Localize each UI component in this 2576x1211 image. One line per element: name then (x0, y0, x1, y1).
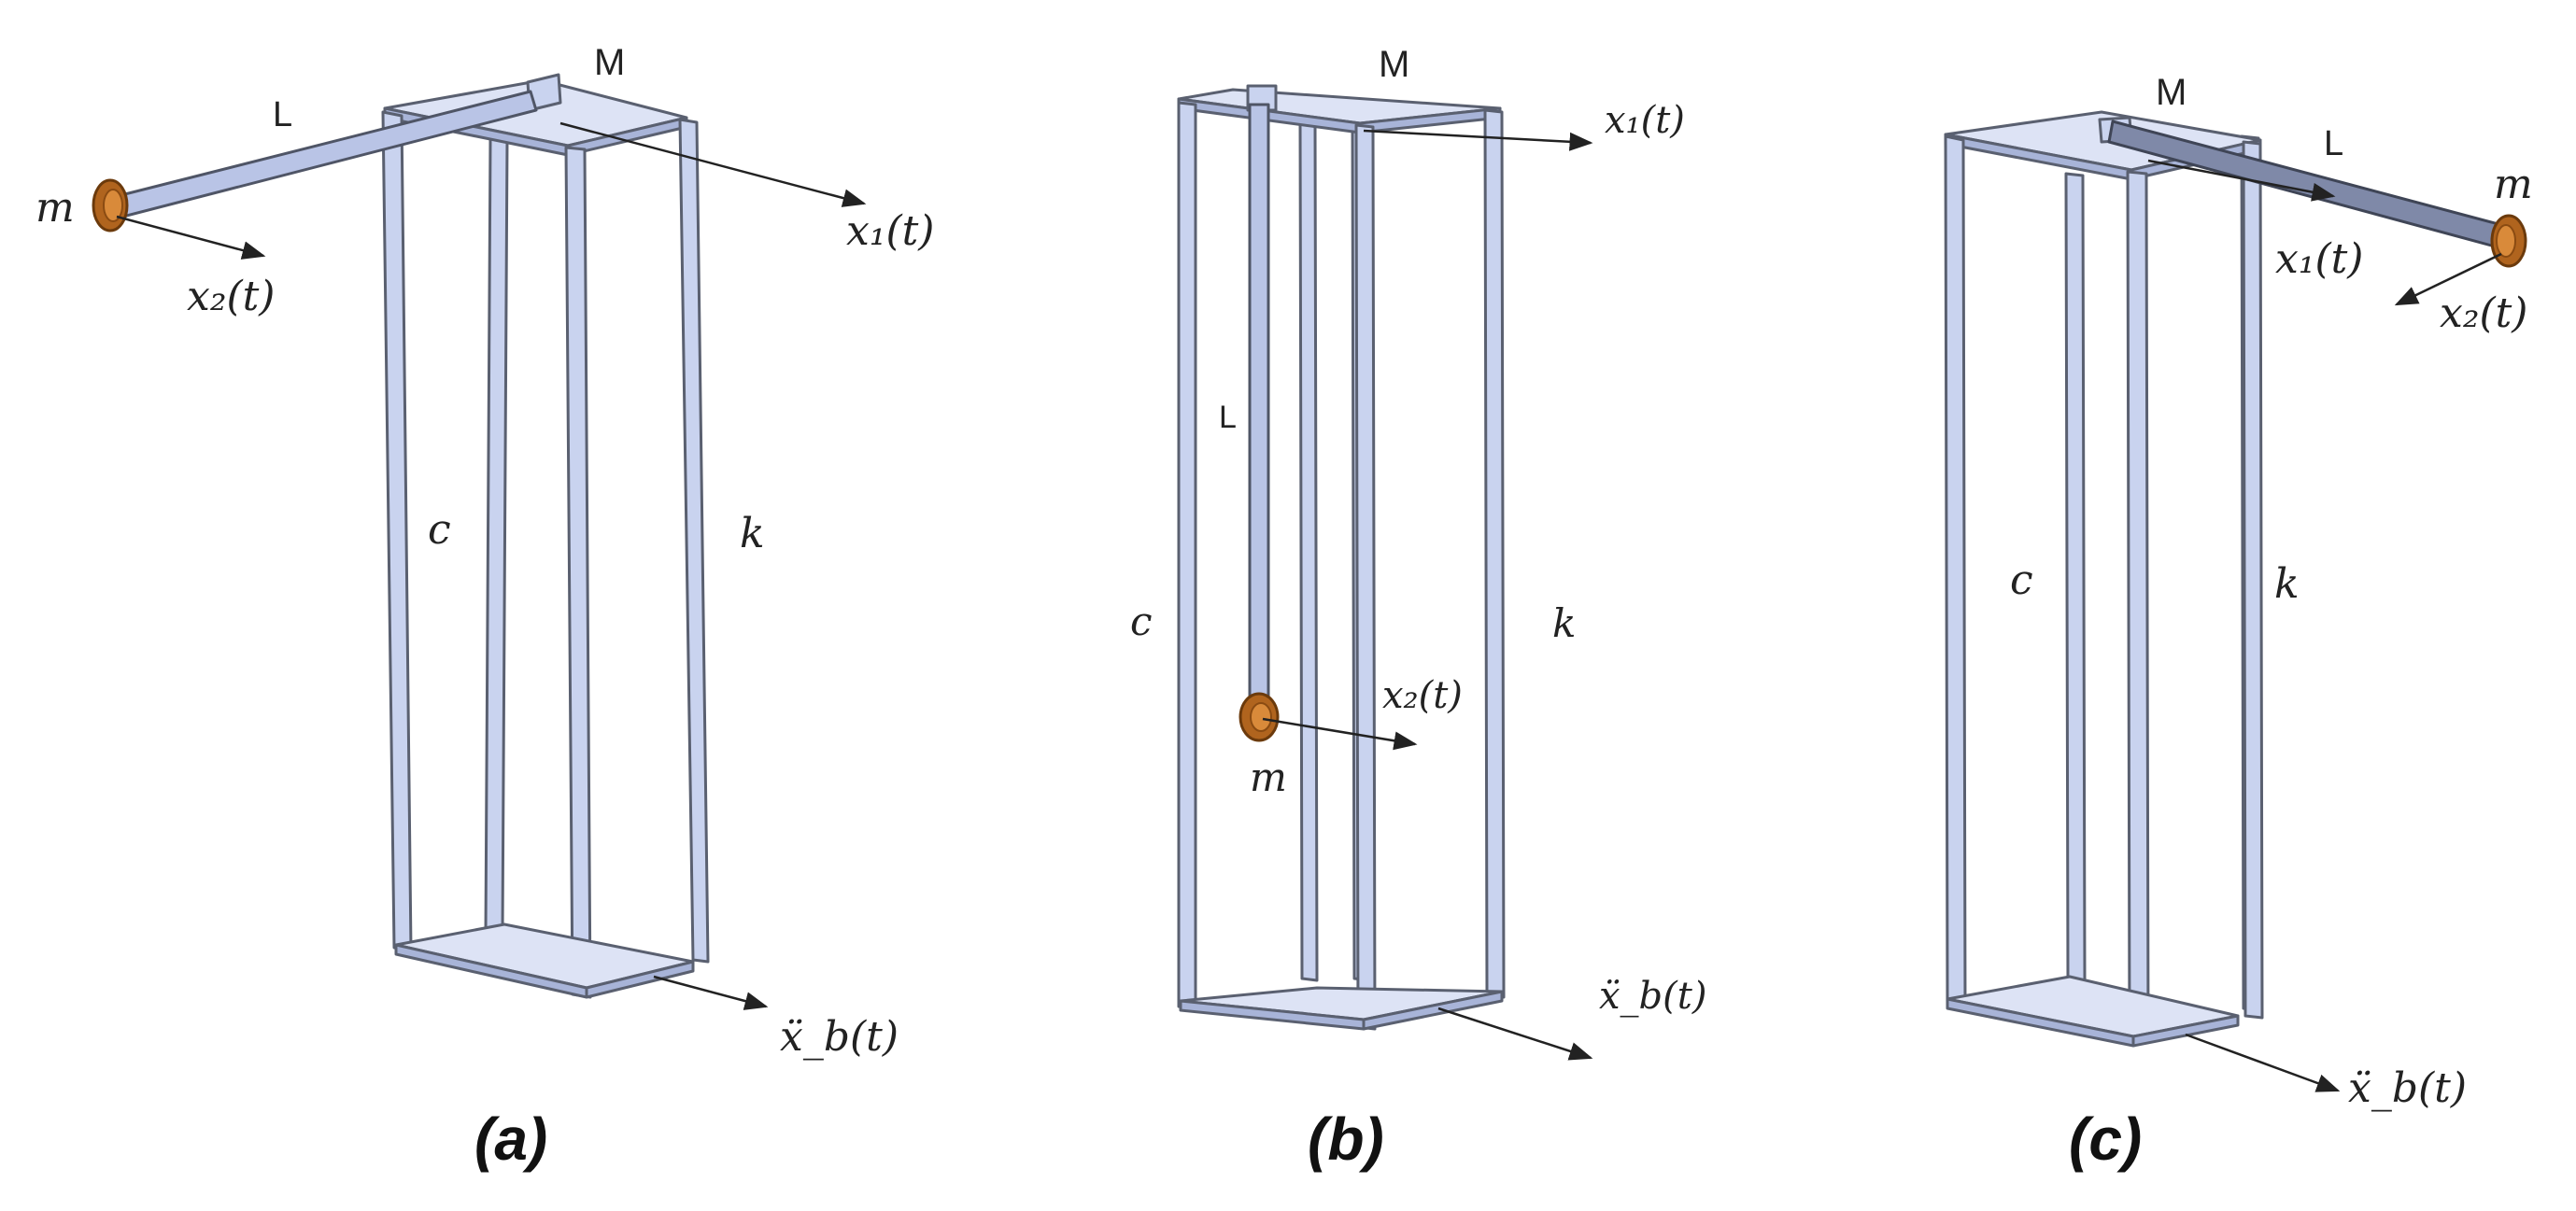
frame-post-back-left (1298, 118, 1319, 982)
xb-arrow (1437, 1007, 1593, 1061)
label-M: M (1379, 44, 1409, 85)
pendulum-mass-face (2496, 224, 2516, 258)
label-c: c (428, 506, 451, 554)
x2-arrow (1262, 717, 1418, 751)
label-x1: x₁(t) (1605, 99, 1685, 142)
x1-arrow (2147, 159, 2336, 202)
frame-post-back-left (2064, 172, 2087, 982)
x1-arrow (559, 121, 867, 207)
x2-arrow (2394, 252, 2502, 306)
pendulum-mass-face (103, 189, 123, 222)
label-xb: ẍ_b(t) (1599, 975, 1706, 1018)
frame-post-front-left (1944, 134, 1967, 1010)
label-m: m (1250, 754, 1287, 800)
label-x2: x₂(t) (2440, 289, 2527, 337)
label-m: m (2494, 161, 2533, 208)
label-M: M (594, 42, 625, 83)
label-L: L (273, 95, 292, 134)
pendulum-rod (1248, 103, 1270, 702)
pendulum-rod (2107, 120, 2514, 252)
label-x1: x₁(t) (2275, 235, 2363, 283)
x1-arrow (1363, 129, 1593, 151)
caption-c: (c) (2069, 1105, 2142, 1173)
panel-c: M L m x₁(t) x₂(t) c k ẍ_b(t) (c) (1944, 72, 2533, 1173)
label-x2: x₂(t) (1382, 674, 1463, 717)
xb-arrow (2185, 1033, 2341, 1092)
label-k: k (1552, 600, 1576, 646)
label-c: c (1130, 598, 1153, 644)
label-c: c (2010, 556, 2033, 604)
bottom-plate-side (2131, 1014, 2240, 1048)
xb-arrow (653, 975, 769, 1010)
label-x2: x₂(t) (187, 273, 275, 320)
bottom-plate-side (1362, 990, 1504, 1031)
bottom-plate-side (585, 960, 695, 999)
label-xb: ẍ_b(t) (780, 1013, 899, 1061)
frame-post-back-left (484, 136, 509, 936)
pendulum-mass-face (1250, 702, 1272, 732)
label-xb: ẍ_b(t) (2348, 1064, 2467, 1112)
frame-post-front-left (1177, 101, 1197, 1010)
label-k: k (2274, 560, 2300, 608)
frame-post-front-right (564, 146, 592, 999)
frame-post-front-left (381, 110, 413, 952)
label-L: L (2324, 124, 2343, 163)
frame-post-far-right (1483, 108, 1506, 999)
label-k: k (740, 510, 765, 557)
label-L: L (1219, 400, 1237, 435)
x2-arrow (116, 215, 266, 260)
label-M: M (2156, 72, 2187, 113)
frame-post-back-right (678, 118, 710, 964)
frame-post-front-right (2126, 170, 2150, 1044)
frame-post-front-right (1354, 123, 1377, 1031)
label-x1: x₁(t) (846, 207, 934, 255)
panel-b: M L x₁(t) c k x₂(t) m ẍ_b(t) (b) (1130, 44, 1706, 1173)
caption-a: (a) (474, 1105, 547, 1173)
label-m: m (35, 184, 75, 232)
caption-b: (b) (1308, 1105, 1384, 1173)
pendulum-rod (108, 90, 538, 220)
frame-post-far-right (2242, 140, 2264, 1020)
panel-a: M L m x₂(t) x₁(t) c k ẍ_b(t) (a) (35, 42, 934, 1173)
